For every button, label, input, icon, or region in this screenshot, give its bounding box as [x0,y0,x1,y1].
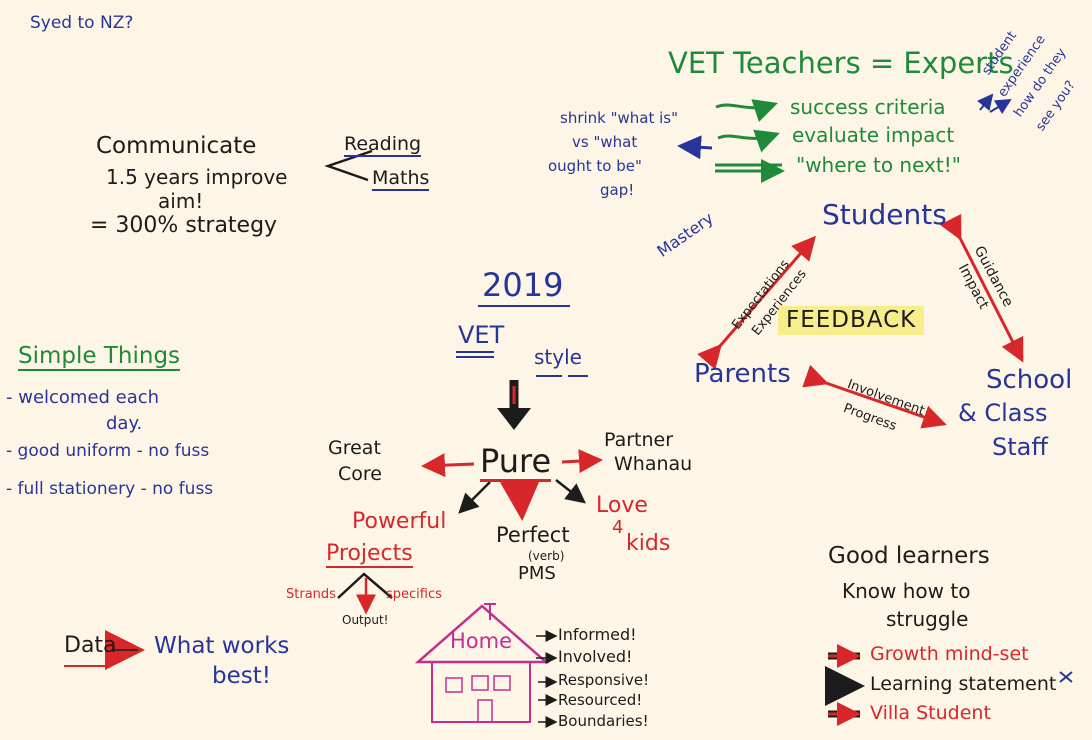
reading-label: Reading [344,133,422,157]
good-learners-line1: Good learners [828,543,990,569]
specifics-label: specifics [386,587,442,602]
core-label: Core [338,463,382,485]
output-label: Output! [342,613,389,627]
home-item-responsive: Responsive! [558,671,650,689]
data-label: Data [64,633,117,658]
perfect-label: Perfect [496,523,570,547]
good-learners-line3: struggle [886,607,969,631]
shrink-line1: shrink "what is" [560,109,679,127]
shrink-line3: ought to be" [548,157,642,175]
simple-item-1: - welcomed each [6,387,160,408]
love-label: Love [596,493,648,518]
villa-student: Villa Student [870,702,991,724]
home-item-resourced: Resourced! [558,691,643,709]
simple-item-2: - good uniform - no fuss [6,441,210,461]
where-to-next: "where to next!" [796,153,961,177]
style-label: style [534,345,582,369]
what-works-label: What works [154,633,290,659]
good-learners-line2: Know how to [842,579,971,603]
communicate-line3: aim! [158,189,204,213]
simple-item-3: - full stationery - no fuss [6,479,214,499]
best-label: best! [212,663,271,689]
pure-label: Pure [480,443,552,483]
vet-label: VET [458,321,505,349]
home-item-boundaries: Boundaries! [558,712,649,730]
maths-label: Maths [372,167,430,191]
four-label: 4 [612,517,624,538]
projects-label: Projects [326,541,413,569]
home-item-informed: Informed! [558,625,637,644]
shrink-line2: vs "what [572,133,638,151]
year-title: 2019 [482,266,564,304]
simple-item-1b: day. [106,413,143,434]
communicate-line4: = 300% strategy [90,213,278,238]
school-node: School [986,365,1073,395]
communicate-line2: 1.5 years improve [106,165,288,189]
strands-label: Strands [286,587,336,602]
home-item-involved: Involved! [558,647,633,666]
vet-teachers-title: VET Teachers = Experts [668,46,1014,80]
simple-things-title: Simple Things [18,343,181,372]
staff-node: Staff [992,433,1048,461]
partner-label: Partner [604,429,674,451]
students-node: Students [822,198,947,231]
parents-node: Parents [694,359,791,389]
shrink-line4: gap! [600,181,635,199]
pms-label: PMS [518,563,556,584]
growth-mindset: Growth mind-set [870,643,1029,665]
home-label: Home [450,629,513,653]
success-criteria: success criteria [790,95,946,119]
feedback-center: FEEDBACK [778,306,925,336]
communicate-line1: Communicate [96,133,257,159]
powerful-label: Powerful [352,509,447,534]
learning-statement: Learning statement [870,673,1057,695]
top-note: Syed to NZ? [30,13,134,33]
great-label: Great [328,437,381,459]
verb-label: (verb) [528,549,565,563]
kids-label: kids [626,531,671,556]
evaluate-impact: evaluate impact [792,123,955,147]
whanau-label: Whanau [614,453,693,475]
class-node: & Class [958,399,1048,427]
